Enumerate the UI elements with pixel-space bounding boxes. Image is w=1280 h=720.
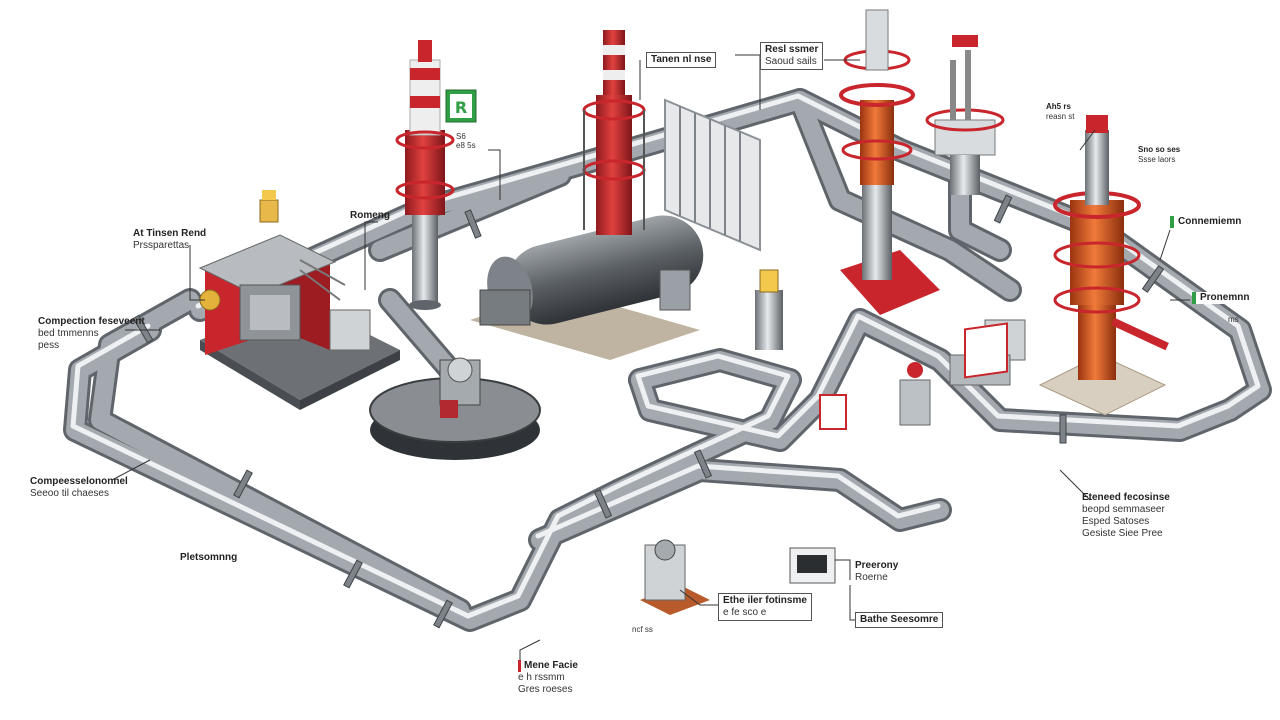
label-right-top-b: Sno so ses Ssse laors (1138, 145, 1180, 165)
label-text: bed tmmenns (38, 328, 99, 339)
label-text: Prssparettas (133, 240, 190, 251)
label-bottom-right: Bathe Seesomre (855, 612, 944, 628)
label-text: At Tinsen Rend (133, 228, 207, 239)
label-text: Ethe iler fotinsme (723, 595, 807, 606)
label-text: Gres roeses (518, 684, 573, 695)
right-distillation-tower (1038, 115, 1167, 416)
label-text: pess (38, 340, 60, 351)
label-text: Pletsomnng (180, 552, 238, 563)
label-stack-left-small: S6 e8 5s (456, 132, 476, 150)
label-text: S6 (456, 132, 466, 141)
label-text: Tanen nl nse (651, 54, 712, 65)
label-text: Ah5 rs (1046, 102, 1071, 111)
label-text: ms (1228, 315, 1239, 324)
compressor-building (198, 190, 400, 410)
label-text: e8 5s (456, 141, 476, 150)
label-left-low: Compeesselononnel Seeoo til chaeses (30, 476, 128, 500)
label-text: Compection feseveent (38, 316, 145, 327)
warning-sign-icon (819, 322, 1008, 430)
label-left-mid: Compection feseveent bed tmmenns pess (38, 316, 145, 352)
label-text: Eteneed fecosinse (1082, 492, 1170, 503)
label-text: Saoud sails (765, 56, 817, 67)
left-flare-stack (395, 40, 455, 310)
label-text: Connemiemn (1178, 216, 1242, 227)
label-text: Seeoo til chaeses (30, 488, 109, 499)
label-text: Sno so ses (1138, 145, 1181, 154)
label-right-low: Eteneed fecosinse beopd semmaseer Esped … (1082, 492, 1170, 540)
label-text: Mene Facie (518, 660, 578, 672)
green-sign-icon: R (445, 89, 477, 123)
label-text: Ssse laors (1138, 155, 1176, 164)
label-bottom-mid-right: Preerony Roerne (855, 560, 898, 584)
label-text: Bathe Seesomre (860, 614, 939, 625)
label-text: Compeesselononnel (30, 476, 128, 487)
label-right-small: ms (1228, 314, 1239, 326)
label-bottom-sub: ncf ss (632, 624, 653, 636)
control-panel (789, 547, 836, 584)
center-process-tower (582, 30, 646, 235)
label-left-top: At Tinsen Rend Prssparettas (133, 228, 206, 252)
label-top-center-b: Resl ssmer Saoud sails (760, 42, 824, 70)
label-center-left: Romeng (350, 210, 390, 222)
label-text: Romeng (350, 210, 390, 221)
pig-launcher (640, 539, 710, 615)
label-right-green-b: Pronemnn (1192, 292, 1250, 304)
label-text: e h rssmm (518, 672, 565, 683)
label-right-green-a: Connemiemn (1170, 216, 1242, 228)
label-right-top-a: Ah5 rs reasn st (1046, 102, 1074, 122)
label-bottom-far: Mene Facie e h rssmm Gres roeses (518, 660, 578, 696)
label-bottom-center: Ethe iler fotinsme e fe sco e (718, 593, 812, 621)
label-text: Resl ssmer (765, 44, 819, 55)
label-bottom-left: Pletsomnng (180, 552, 237, 564)
label-top-center-a: Tanen nl nse (646, 52, 717, 68)
label-text: Preerony (855, 560, 899, 571)
label-text: Pronemnn (1200, 292, 1250, 303)
round-pump-platform (369, 357, 541, 460)
label-text: Esped Satoses (1082, 516, 1150, 527)
label-text: ncf ss (632, 625, 653, 634)
upper-right-column (925, 35, 1005, 195)
label-text: Roerne (855, 572, 888, 583)
label-text: beopd semmaseer (1082, 504, 1165, 515)
center-pressure-vessel (470, 215, 704, 360)
svg-text:R: R (455, 98, 467, 117)
label-text: reasn st (1046, 112, 1075, 121)
label-text: Gesiste Siee Pree (1082, 528, 1163, 539)
gate-structure (664, 98, 761, 252)
valve-column (755, 269, 783, 350)
label-text: e fe sco e (723, 607, 767, 618)
